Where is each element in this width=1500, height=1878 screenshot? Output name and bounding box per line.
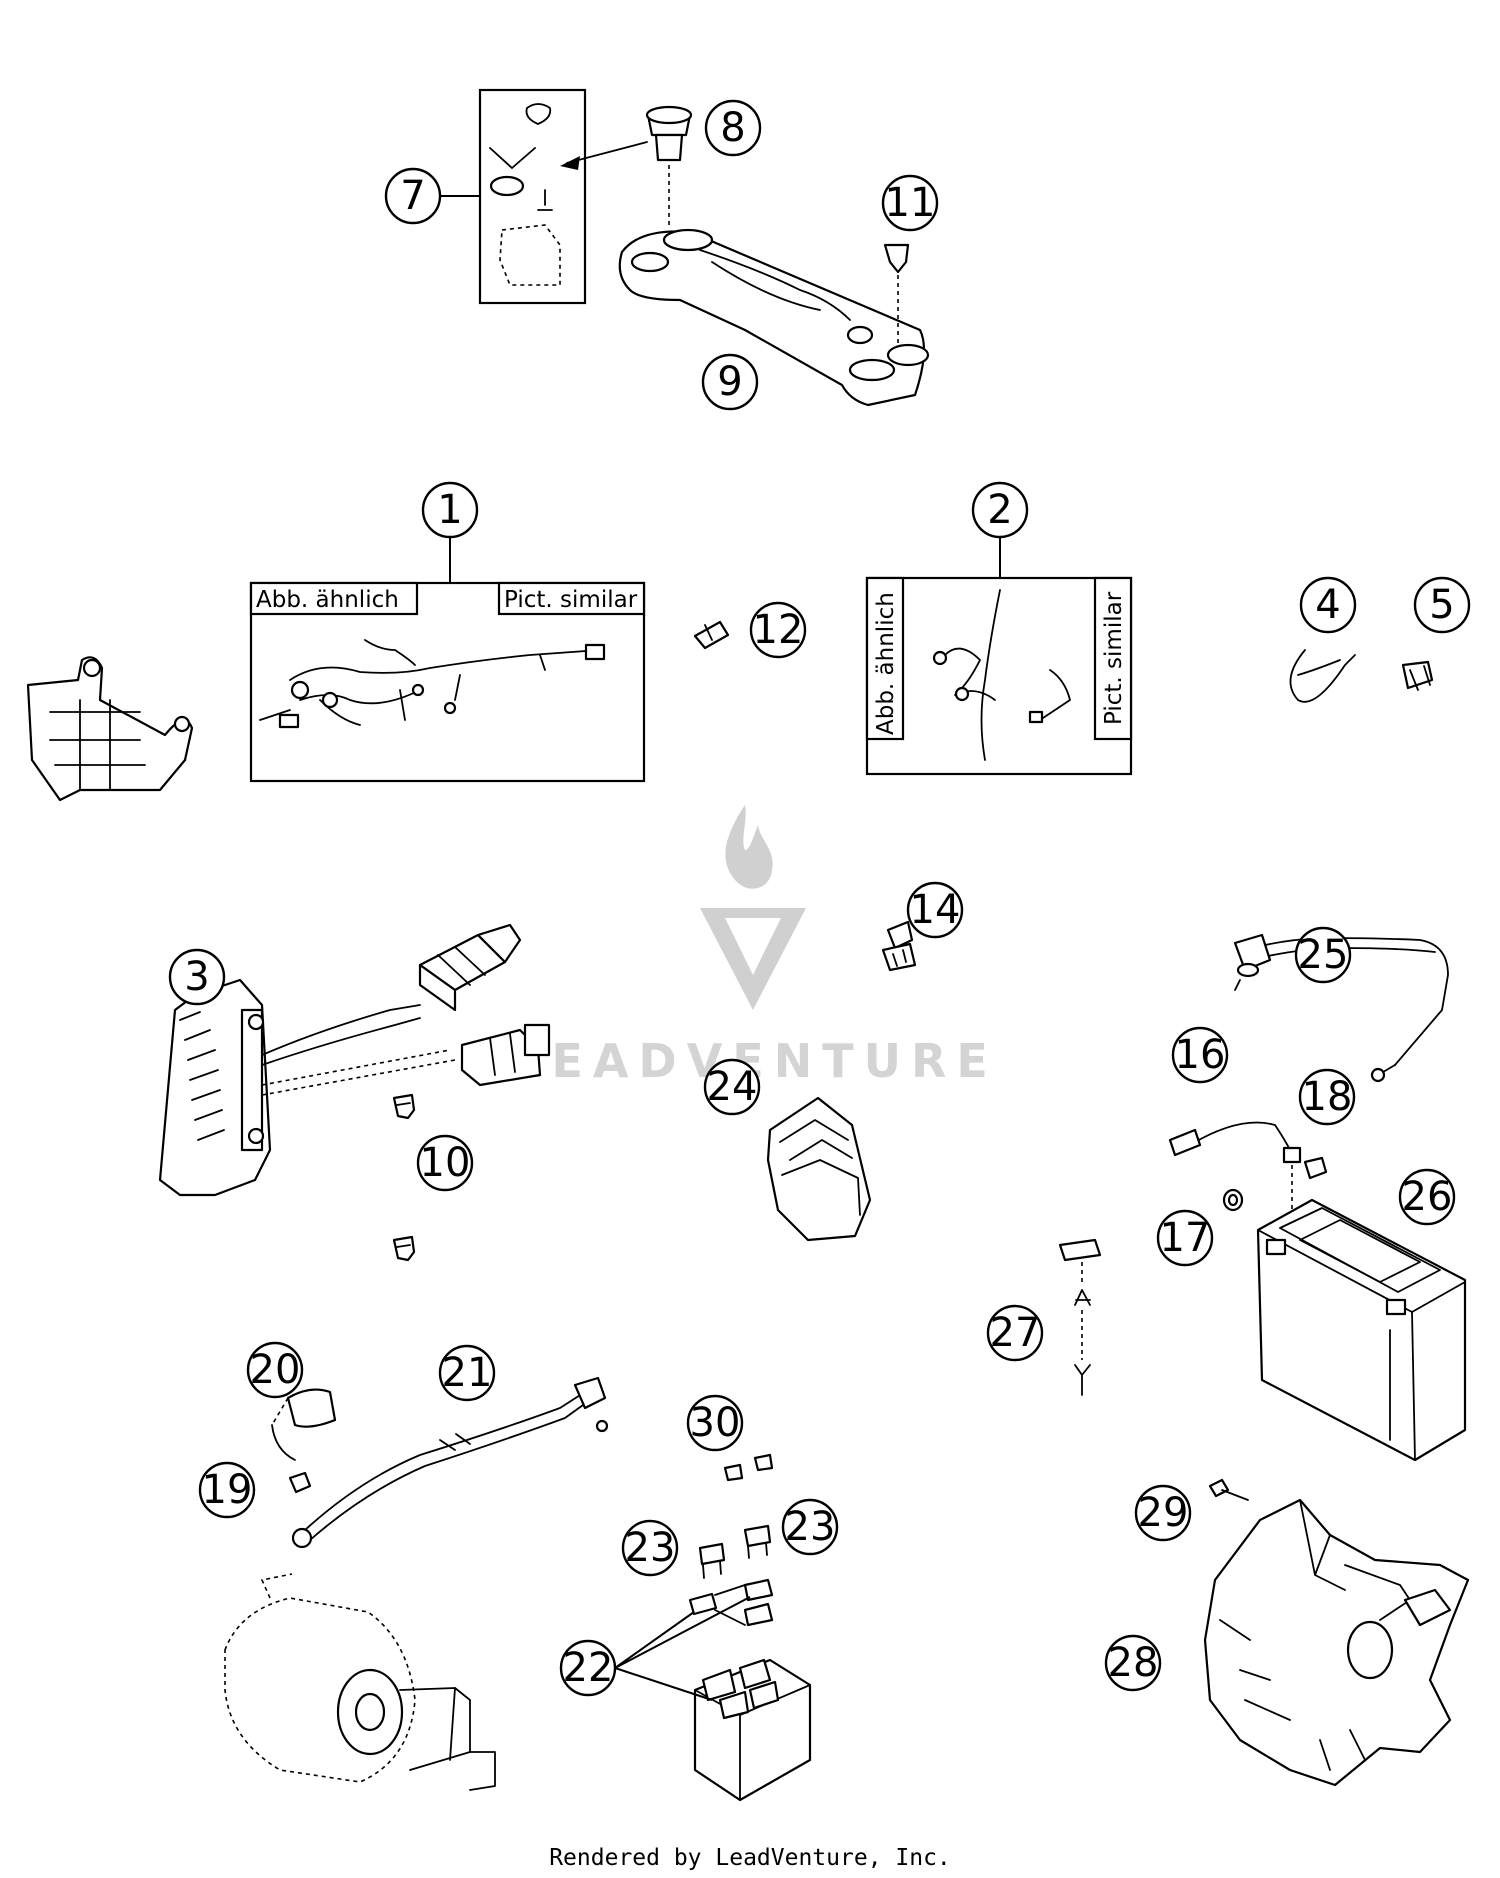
part-29-bolt <box>1208 1478 1249 1501</box>
svg-text:24: 24 <box>707 1064 758 1110</box>
part-17-nut <box>1222 1188 1244 1212</box>
part-1-inset-box: Abb. ähnlich Pict. similar <box>249 581 646 783</box>
callout-27: 27 <box>986 1304 1044 1362</box>
part-20-cap <box>271 1388 337 1461</box>
part-7-inset-box <box>478 88 587 305</box>
part-4-cable-tie <box>1289 649 1356 703</box>
callout-4: 4 <box>1299 576 1357 634</box>
part-28-battery-box <box>1203 1498 1470 1787</box>
svg-text:19: 19 <box>202 1467 253 1513</box>
box1-right-label: Pict. similar <box>504 587 638 613</box>
box2-right-label: Pict. similar <box>1101 591 1127 725</box>
footer-credit: Rendered by LeadVenture, Inc. <box>549 1845 951 1871</box>
callout-3: 3 <box>168 948 226 1006</box>
callout-23-left: 23 <box>621 1519 679 1577</box>
part-14-relay <box>881 920 917 972</box>
svg-text:23: 23 <box>785 1504 836 1550</box>
callout-28: 28 <box>1104 1634 1162 1692</box>
part-10-bolt-lower <box>392 1235 416 1262</box>
part-27-battery-pad-and-clips <box>1058 1238 1102 1396</box>
svg-text:8: 8 <box>720 105 745 151</box>
callout-25: 25 <box>1294 926 1352 984</box>
connector-bottom <box>460 1023 551 1087</box>
callout-11: 11 <box>881 174 939 232</box>
svg-text:9: 9 <box>717 359 742 405</box>
callout-10: 10 <box>416 1134 474 1192</box>
svg-text:7: 7 <box>400 173 425 219</box>
callout-24: 24 <box>703 1058 761 1116</box>
svg-text:21: 21 <box>442 1350 493 1396</box>
bracket-part <box>26 656 194 802</box>
callout-29: 29 <box>1134 1484 1192 1542</box>
part-22-fuse-box <box>688 1578 812 1802</box>
part-23-fuse-left <box>698 1542 726 1579</box>
part-16-battery-cable <box>1168 1121 1302 1215</box>
callout-7: 7 <box>384 167 442 225</box>
callout-26: 26 <box>1398 1168 1456 1226</box>
svg-text:23: 23 <box>625 1525 676 1571</box>
part-3-voltage-regulator <box>158 978 456 1197</box>
svg-text:20: 20 <box>250 1347 301 1393</box>
callout-20: 20 <box>246 1341 304 1399</box>
svg-text:3: 3 <box>184 954 209 1000</box>
starter-motor <box>224 1573 496 1791</box>
callout-22: 22 <box>559 1639 617 1697</box>
svg-text:25: 25 <box>1298 932 1349 978</box>
svg-text:27: 27 <box>990 1310 1041 1356</box>
callout-23-right: 23 <box>781 1498 839 1556</box>
callout-1: 1 <box>421 481 479 539</box>
svg-text:11: 11 <box>885 180 936 226</box>
svg-text:29: 29 <box>1138 1490 1189 1536</box>
callout-12: 12 <box>749 601 807 659</box>
svg-text:1: 1 <box>437 487 462 533</box>
callout-19: 19 <box>198 1461 256 1519</box>
callout-9: 9 <box>701 353 759 411</box>
svg-text:10: 10 <box>420 1140 471 1186</box>
part-26-battery <box>1256 1198 1467 1462</box>
part-18-bolt <box>1303 1156 1328 1180</box>
svg-text:16: 16 <box>1175 1032 1226 1078</box>
callout-21: 21 <box>438 1344 496 1402</box>
box1-left-label: Abb. ähnlich <box>256 587 399 613</box>
svg-text:26: 26 <box>1402 1174 1453 1220</box>
part-24-cover <box>766 1096 872 1242</box>
part-5-clip <box>1401 660 1434 691</box>
callout-5: 5 <box>1413 576 1471 634</box>
svg-text:22: 22 <box>563 1645 614 1691</box>
part-2-inset-box: Abb. ähnlich Pict. similar <box>865 576 1133 776</box>
part-23-fuse-right <box>743 1524 772 1559</box>
svg-text:18: 18 <box>1302 1074 1353 1120</box>
callout-8: 8 <box>704 99 762 157</box>
callout-2: 2 <box>971 481 1029 539</box>
watermark-logo <box>700 805 806 1010</box>
callout-14: 14 <box>906 881 964 939</box>
box2-left-label: Abb. ähnlich <box>873 592 899 735</box>
callout-16: 16 <box>1171 1026 1229 1084</box>
part-9-triple-clamp <box>618 228 930 407</box>
part-10-bolt-upper <box>392 1093 416 1120</box>
callout-30: 30 <box>686 1394 744 1452</box>
svg-text:30: 30 <box>690 1400 741 1446</box>
svg-text:28: 28 <box>1108 1640 1159 1686</box>
svg-text:17: 17 <box>1160 1215 1211 1261</box>
part-21-starter-cable <box>291 1376 609 1549</box>
svg-text:12: 12 <box>753 607 804 653</box>
part-12-connector <box>693 620 730 650</box>
part-19-nut <box>288 1471 312 1494</box>
callout-18: 18 <box>1298 1068 1356 1126</box>
part-8-grommet <box>645 105 693 228</box>
svg-text:2: 2 <box>987 487 1012 533</box>
connector-top <box>418 923 522 1012</box>
callout-17: 17 <box>1156 1209 1214 1267</box>
svg-text:14: 14 <box>910 887 961 933</box>
svg-text:5: 5 <box>1429 582 1454 628</box>
svg-text:4: 4 <box>1315 582 1340 628</box>
part-30-bolts <box>723 1453 774 1482</box>
part-11-grommet <box>883 243 910 345</box>
